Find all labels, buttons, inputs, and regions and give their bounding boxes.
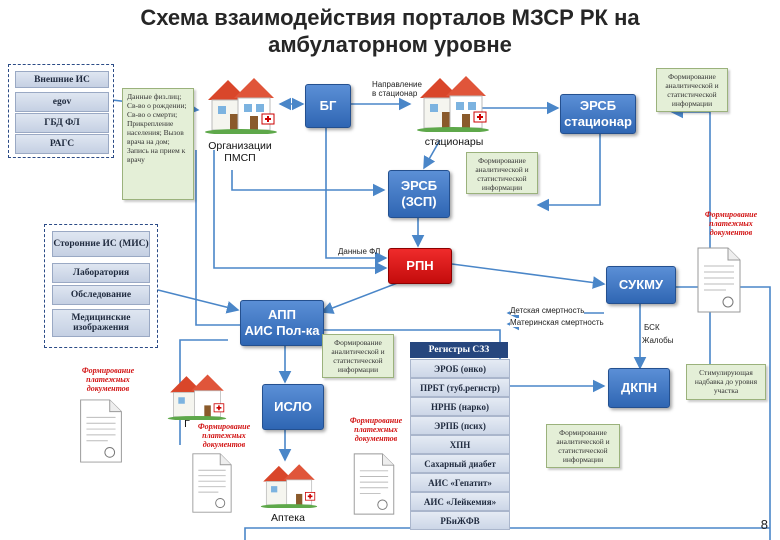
sukmu-node-label: СУКМУ: [618, 277, 664, 292]
pmsp-data-note: Данные физ.лиц; Св-во о рождении; Св-во …: [122, 88, 194, 200]
third-party-item: Лаборатория: [52, 263, 150, 283]
maternal-mortality-label: Материнская смертность: [510, 318, 604, 327]
app-node-line2: АИС Пол-ка: [244, 323, 320, 338]
pmsp-org-label-line2: ПМСП: [224, 152, 256, 164]
line-sukmu-right: [676, 286, 771, 540]
pharmacy-house-icon: [260, 464, 318, 508]
bsk-label: БСК: [644, 323, 660, 332]
register-row: ПРБТ (туб.регистр): [410, 378, 510, 397]
ersb-zsp-note: Формирование аналитической и статистичес…: [466, 152, 538, 194]
child-mortality-label: Детская смертность: [510, 306, 585, 315]
page-title: Схема взаимодействия порталов МЗСР РК на…: [60, 4, 720, 58]
external-is-item: ГБД ФЛ: [15, 113, 109, 133]
register-row: ХПН: [410, 435, 510, 454]
rpn-node[interactable]: РПН: [388, 248, 452, 284]
bg-node-label: БГ: [319, 98, 337, 113]
registers-payment-label: Формирование платежных документов: [349, 416, 403, 443]
line-pmsp-rpn: [213, 150, 388, 275]
line-bg-rpn: [325, 128, 388, 265]
ersb-zsp-node[interactable]: ЭРСБ (ЗСП): [388, 170, 450, 218]
dkpn-stat-note: Формирование аналитической и статистичес…: [546, 424, 620, 468]
page-title-line2: амбулаторном уровне: [268, 32, 512, 57]
app-node-line1: АПП: [268, 307, 296, 322]
bg-node[interactable]: БГ: [305, 84, 351, 128]
dkpn-node[interactable]: ДКПН: [608, 368, 670, 408]
pmsp-org-label: Организации ПМСП: [200, 140, 280, 164]
line-app-dkpn: [322, 329, 606, 393]
left-document-icon: [80, 399, 122, 463]
external-is-header: Внешние ИС: [15, 71, 109, 88]
ersb-zsp-line2: (ЗСП): [401, 194, 437, 209]
page-title-line1: Схема взаимодействия порталов МЗСР РК на: [140, 5, 640, 30]
third-party-header: Сторонние ИС (МИС): [52, 231, 150, 257]
external-is-item: РАГС: [15, 134, 109, 154]
line-hosp-zsp: [423, 139, 441, 170]
pharmacy-label: Аптека: [271, 512, 305, 524]
ersb-stationary-node[interactable]: ЭРСБ стационар: [560, 94, 636, 134]
pmsp-org-label-line1: Организации: [208, 140, 272, 152]
app-node[interactable]: АПП АИС Пол-ка: [240, 300, 324, 346]
dkpn-stim-note: Стимулирующая надбавка до уровня участка: [686, 364, 766, 400]
line-mis-app: [157, 289, 240, 314]
hospital-house-icon: [417, 76, 489, 132]
hospitals-label: стационары: [424, 136, 484, 148]
line-ersb-down: [536, 130, 601, 212]
register-row: НРНБ (нарко): [410, 397, 510, 416]
ersb-stationary-note: Формирование аналитической и статистичес…: [656, 68, 728, 112]
page-number: 8: [760, 517, 768, 532]
register-row: РБиЖФВ: [410, 511, 510, 530]
line-rpn-sukmu: [451, 263, 606, 289]
ersb-stationary-line1: ЭРСБ: [579, 98, 617, 113]
g-letter-label: Г: [184, 418, 190, 430]
ersb-zsp-line1: ЭРСБ: [400, 178, 438, 193]
external-is-item: egov: [15, 92, 109, 112]
register-row: АИС «Гепатит»: [410, 473, 510, 492]
sukmu-payment-label: Формирование платежных документов: [704, 210, 758, 237]
rpn-node-label: РПН: [406, 258, 434, 273]
dkpn-node-label: ДКПН: [621, 380, 657, 395]
register-row: Сахарный диабет: [410, 454, 510, 473]
sukmu-node[interactable]: СУКМУ: [606, 266, 676, 304]
pmsp-house-icon: [205, 78, 277, 134]
line-app-pmsp: [195, 150, 240, 326]
islo-node-label: ИСЛО: [274, 399, 312, 414]
register-row: АИС «Лейкемия»: [410, 492, 510, 511]
left-house-icon: [167, 374, 227, 420]
external-is-panel: Внешние ИС egov ГБД ФЛ РАГС: [8, 64, 114, 158]
islo-node[interactable]: ИСЛО: [262, 384, 324, 430]
line-pmsp-zsp: [231, 170, 386, 197]
ersb-stationary-line2: стационар: [564, 114, 632, 129]
sukmu-document-icon: [697, 247, 741, 313]
left-payment-label: Формирование платежных документов: [81, 366, 135, 393]
data-fl-label: Данные ФЛ: [338, 247, 381, 256]
direction-label: Направление в стационар: [372, 80, 422, 98]
register-row: ЭРОБ (онко): [410, 359, 510, 378]
islo-document-icon: [192, 453, 232, 513]
complaints-label: Жалобы: [642, 336, 674, 345]
third-party-is-panel: Сторонние ИС (МИС) Лаборатория Обследова…: [44, 224, 158, 348]
third-party-item: Обследование: [52, 285, 150, 305]
line-bottom-loop: [244, 527, 770, 540]
app-note: Формирование аналитической и статистичес…: [322, 334, 394, 378]
registers-header: Регистры СЗЗ: [410, 342, 508, 358]
islo-payment-label: Формирование платежных документов: [197, 422, 251, 449]
line-rpn-app: [320, 281, 401, 314]
third-party-item: Медицинские изображения: [52, 309, 150, 337]
registers-document-icon: [353, 453, 395, 515]
register-row: ЭРПБ (псих): [410, 416, 510, 435]
